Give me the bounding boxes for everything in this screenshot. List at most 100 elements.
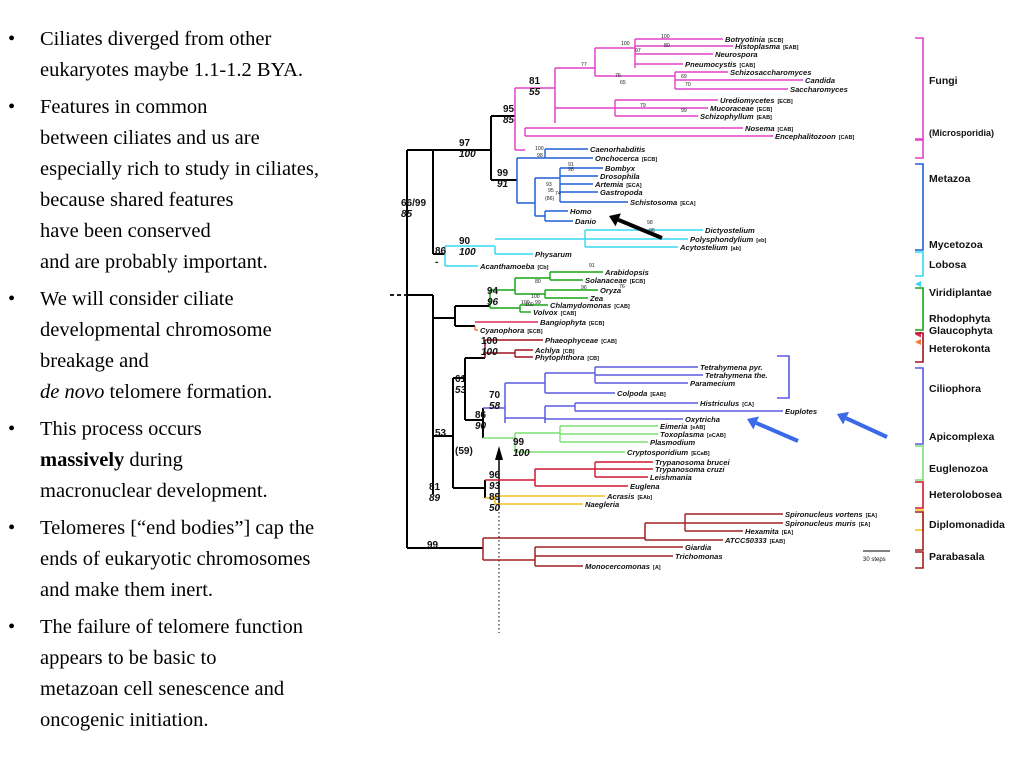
- taxon-tag: [EA]: [859, 522, 870, 528]
- taxon-label: Caenorhabditis: [590, 145, 645, 154]
- taxon-label: ATCC50333[EAB]: [724, 536, 785, 545]
- group-bracket: [915, 163, 924, 251]
- taxon-name: Botryotinia: [725, 35, 765, 44]
- taxon-name: Histriculus: [700, 399, 739, 408]
- bootstrap-value: 65: [620, 80, 626, 86]
- taxon-label: Cyanophora[ECB]: [480, 326, 543, 335]
- bullet-text: have been conserved: [40, 220, 211, 242]
- taxon-label: Chlamydomonas[CAB]: [550, 301, 630, 310]
- node-support-bottom: 85: [401, 209, 413, 220]
- taxon-name: Acytostelium: [679, 243, 728, 252]
- taxon-label: Trichomonas: [675, 552, 723, 561]
- taxon-name: Bangiophyta: [540, 318, 586, 327]
- bullet-text: Telomeres [“end bodies”] cap the: [40, 517, 315, 539]
- black-arrow: [617, 217, 663, 240]
- taxon-name: Trypanosoma brucei: [655, 458, 730, 467]
- taxon-name: Danio: [575, 217, 596, 226]
- taxon-tag: [eAB]: [690, 425, 705, 431]
- group-bracket: [915, 37, 924, 140]
- bootstrap-value: 91: [568, 162, 574, 168]
- taxon-tag: [CAB]: [778, 127, 794, 133]
- node-support-top: 61: [455, 374, 467, 385]
- taxon-name: Dictyostelium: [705, 226, 755, 235]
- group-bracket: [915, 481, 924, 509]
- group-bracket: [915, 509, 924, 531]
- taxon-label: Arabidopsis: [604, 268, 649, 277]
- taxon-label: Saccharomyces: [790, 85, 848, 94]
- bullet-text: Ciliates diverged from other: [40, 28, 272, 50]
- node-support-bottom: -: [435, 257, 439, 268]
- bullet-text: especially rich to study in ciliates,: [40, 158, 319, 180]
- taxon-tag: [ab]: [731, 246, 741, 252]
- bootstrap-value: 100: [521, 300, 530, 306]
- group-label: Diplomonadida: [929, 519, 1005, 531]
- taxon-label: Pneumocystis[CAB]: [685, 60, 755, 69]
- bullet-text: appears to be basic to: [40, 647, 217, 669]
- taxon-label: Trypanosoma cruzi: [655, 465, 725, 474]
- bullet-line: developmental chromosome: [40, 315, 395, 346]
- node-support-bottom: 91: [497, 179, 509, 190]
- taxon-tag: [EAB]: [770, 539, 785, 545]
- node-support-bottom: 100: [513, 448, 530, 459]
- bootstrap-value: 100: [535, 146, 544, 152]
- taxon-label: Spironucleus muris[EA]: [785, 519, 870, 528]
- taxon-name: Gastropoda: [600, 188, 643, 197]
- group-bracket: [915, 287, 924, 331]
- bootstrap-value: 70: [685, 82, 691, 88]
- taxon-label: Leishmania: [650, 473, 692, 482]
- taxon-name: Arabidopsis: [604, 268, 649, 277]
- bootstrap-value: 93: [546, 182, 552, 188]
- taxon-label: Neurospora: [715, 50, 758, 59]
- taxon-name: ATCC50333: [724, 536, 767, 545]
- group-label: Glaucophyta: [929, 325, 993, 337]
- taxon-name: Onchocerca: [595, 154, 639, 163]
- taxon-label: Tetrahymena pyr.: [700, 363, 763, 372]
- taxon-label: Urediomycetes[ECB]: [720, 96, 793, 105]
- bullet-line: breakage and: [40, 346, 395, 377]
- bullet-text: because shared features: [40, 189, 234, 211]
- taxon-name: Paramecium: [690, 379, 735, 388]
- taxon-label: Paramecium: [690, 379, 735, 388]
- bullet-line: and make them inert.: [40, 575, 395, 606]
- taxon-name: Hexamita: [745, 527, 779, 536]
- blue-arrow: [755, 421, 799, 443]
- taxon-label: Schistosoma[ECA]: [630, 198, 696, 207]
- taxon-name: Volvox: [533, 308, 558, 317]
- bullet-text: between ciliates and us are: [40, 127, 260, 149]
- taxon-label: Nosema[CAB]: [745, 124, 793, 133]
- taxon-tag: [EAb]: [637, 495, 652, 501]
- group-bracket: [915, 367, 924, 445]
- taxon-tag: [EA]: [782, 530, 793, 536]
- group-arrow-marker: [915, 339, 921, 345]
- taxon-name: Leishmania: [650, 473, 692, 482]
- bootstrap-value: 100: [661, 34, 670, 40]
- taxon-name: Solanaceae: [585, 276, 628, 285]
- taxon-tag: [EA]: [866, 513, 877, 519]
- bootstrap-value: 98: [537, 153, 543, 159]
- bullet-line: ends of eukaryotic chromosomes: [40, 544, 395, 575]
- taxon-label: Mucoraceae[ECB]: [710, 104, 772, 113]
- taxon-label: Eimeria[eAB]: [660, 422, 705, 431]
- bullet-line: massively during: [40, 445, 395, 476]
- node-support-bottom: 93: [489, 481, 501, 492]
- bullet-text: de novo: [40, 381, 105, 403]
- bullet-line: and are probably important.: [40, 247, 395, 278]
- taxon-name: Pneumocystis: [685, 60, 737, 69]
- group-bracket: [915, 445, 924, 481]
- taxon-tag: [EAB]: [650, 392, 665, 398]
- bootstrap-value: 97: [635, 48, 641, 54]
- bullet-text: telomere formation.: [104, 381, 273, 403]
- taxon-name: Plasmodium: [650, 438, 695, 447]
- taxon-name: Schistosoma: [630, 198, 677, 207]
- taxon-name: Acanthamoeba: [479, 262, 534, 271]
- bullet-text: oncogenic initiation.: [40, 709, 209, 731]
- taxon-name: Spironucleus muris: [785, 519, 856, 528]
- group-label: Heterolobosea: [929, 489, 1002, 501]
- taxon-label: Oxytricha: [685, 415, 720, 424]
- blue-arrow-head: [837, 411, 850, 425]
- bootstrap-value: 100: [525, 302, 534, 308]
- bullet-text: massively: [40, 449, 125, 471]
- node-support-top: 99: [427, 540, 439, 551]
- group-bracket: [915, 511, 924, 551]
